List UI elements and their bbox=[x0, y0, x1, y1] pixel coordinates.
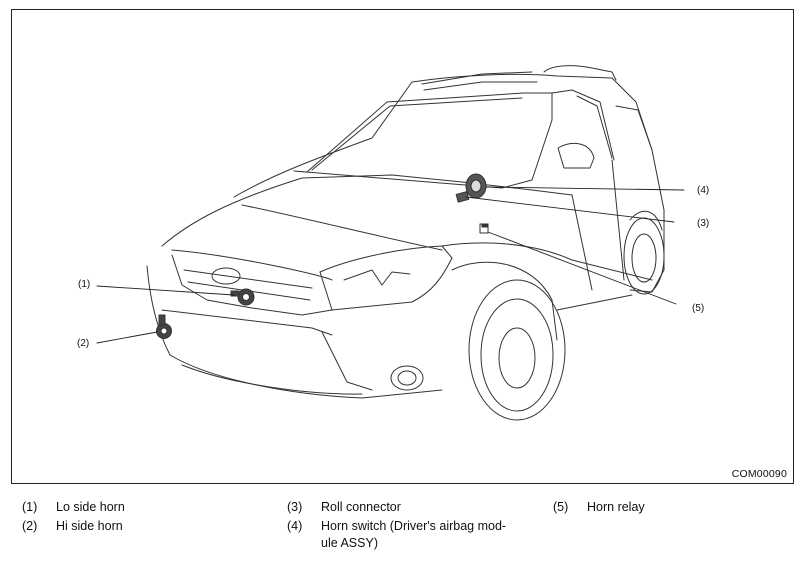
legend-text: Lo side horn bbox=[56, 500, 125, 514]
car-body-outline bbox=[146, 65, 665, 421]
roll-connector-icon bbox=[455, 191, 470, 203]
legend-number: (2) bbox=[22, 519, 38, 533]
legend-number: (1) bbox=[22, 500, 38, 514]
legend-text-line-2: ule ASSY) bbox=[321, 536, 378, 550]
figure-code: COM00090 bbox=[731, 468, 787, 480]
leader-line-4 bbox=[485, 186, 685, 191]
legend-number: (3) bbox=[287, 500, 303, 514]
legend-text: Hi side horn bbox=[56, 519, 123, 533]
legend-text: Horn relay bbox=[587, 500, 645, 514]
callout-2: (2) bbox=[77, 338, 89, 349]
leader-line-1 bbox=[96, 285, 235, 296]
legend-text: Roll connector bbox=[321, 500, 401, 514]
callout-4: (4) bbox=[697, 185, 709, 196]
callout-3: (3) bbox=[697, 218, 709, 229]
legend-number: (5) bbox=[553, 500, 569, 514]
legend-number: (4) bbox=[287, 519, 303, 533]
horn-relay-icon bbox=[479, 223, 489, 234]
callout-1: (1) bbox=[78, 279, 90, 290]
leader-line-3 bbox=[465, 196, 675, 223]
legend-text: Horn switch (Driver's airbag mod- ule AS… bbox=[321, 518, 506, 552]
callout-5: (5) bbox=[692, 303, 704, 314]
hi-side-horn-icon bbox=[156, 314, 172, 339]
lo-side-horn-icon bbox=[230, 288, 255, 306]
leader-line-2 bbox=[96, 331, 158, 344]
leader-lines bbox=[96, 186, 685, 344]
legend-text-line-1: Horn switch (Driver's airbag mod- bbox=[321, 519, 507, 533]
leader-line-5 bbox=[487, 231, 677, 305]
car-diagram: (1) (2) (3) (4) (5) bbox=[77, 65, 709, 421]
figure-frame: (1) (2) (3) (4) (5) COM00090 bbox=[11, 9, 794, 484]
horn-switch-icon bbox=[465, 173, 487, 199]
